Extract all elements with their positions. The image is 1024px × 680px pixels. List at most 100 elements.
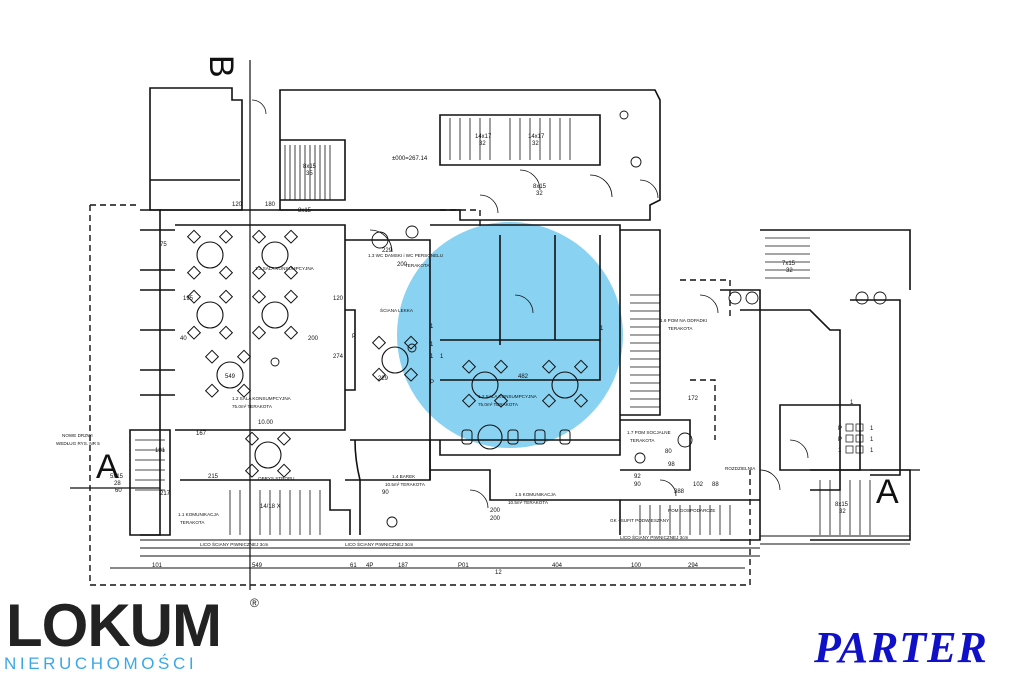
label-wedlug: WEDŁUG RYS. NR 5 [56, 441, 100, 446]
stair-s6: 5x15 [110, 474, 124, 480]
stair-s1: 8x15 [303, 164, 317, 170]
walls [129, 87, 911, 541]
axis-a-right: A [876, 473, 899, 511]
label-r17: 1.7 POM SOCJALNE [627, 430, 671, 435]
dim-bottom-2b: 12 [495, 570, 502, 576]
dashed-boundary [89, 204, 751, 586]
label-r12b-area: 75.0m² TERAKOTA [232, 404, 273, 409]
dim-mid2: 274 [333, 354, 344, 360]
legend-boxes [845, 423, 864, 454]
dim-left5: 181 [155, 448, 166, 454]
label-nowe-drzwi: NOWE DRZWI [62, 433, 93, 438]
label-r13-area: TERAKOTA [405, 263, 430, 268]
label-r14-area: 10.5m² TERAKOTA [385, 482, 426, 487]
label-r15-area: 10.5m² TERAKOTA [508, 500, 549, 505]
label-r14: 1.4 BAREK [392, 474, 416, 479]
dim-top1: 120 [232, 202, 243, 208]
dim-bottom-4: 187 [398, 563, 409, 569]
label-r12b: 1.2 SALA KONSUMPCYJNA [232, 396, 292, 401]
dim-mid18: 215 [208, 474, 219, 480]
label-lico2: LICO ŚCIANY PIWNICZNEJ 3cm [345, 540, 413, 547]
label-r12c-area: 75.0m² TERAKOTA [478, 402, 519, 407]
legend-code-p2: P [838, 437, 842, 443]
legend-code-n1: 1 [870, 426, 874, 432]
stairs [135, 118, 871, 535]
stair-s2: 14x17 [475, 134, 492, 140]
label-r12c: 1.2 SALA KONSUMPCYJNA [478, 394, 538, 399]
label-pom-gospodarcze: POM GOSPODARCZE [668, 508, 715, 513]
stair-s5: 14/18 X [260, 504, 281, 510]
brand-subtitle: NIERUCHOMOŚCI [4, 654, 198, 673]
axis-b-top: B [202, 55, 240, 78]
ref-5: P [430, 380, 434, 386]
dim-mid13: 88 [712, 482, 719, 488]
registered-mark: ® [250, 596, 259, 610]
furniture-tables [196, 241, 579, 469]
stair-s7: 7x15 [782, 261, 796, 267]
dim-mid23: 200 [490, 516, 501, 522]
label-rozdzielnia: ROZDZIELNIA [725, 466, 756, 471]
dim-mid22: 90 [382, 490, 389, 496]
dim-bottom-3: 4P [366, 563, 373, 569]
ref-0: 1 [430, 324, 434, 330]
dim-bottom-1: 549 [252, 563, 263, 569]
dim-mid5: 549 [225, 374, 236, 380]
dim-mid19: 80 [665, 449, 672, 455]
dim-left2: 195 [183, 296, 194, 302]
dim-bottom-8: 294 [688, 563, 699, 569]
dim-bottom-7: 100 [631, 563, 642, 569]
dim-bottom-2: 61 [350, 563, 357, 569]
dim-left4: 167 [196, 431, 207, 437]
label-r12: 1.2 SALA KONSUMPCYJNA [255, 266, 315, 271]
stair-s7b: 32 [786, 268, 793, 274]
label-r17-area: TERAKOTA [630, 438, 655, 443]
label-r16-area: TERAKOTA [668, 326, 693, 331]
label-r15: 1.5 KOMUNIKACJA [515, 492, 557, 497]
label-strop: OBRYS STROPU [258, 476, 294, 481]
dim-bottom-6: 404 [552, 563, 563, 569]
dim-mid9: 200 [490, 508, 501, 514]
dim-mid11: 388 [674, 489, 685, 495]
dim-mid3: 229 [382, 248, 393, 254]
floor-title: PARTER [814, 623, 988, 672]
label-lico1: LICO ŚCIANY PIWNICZNEJ 3cm [200, 540, 268, 547]
dim-mid16: 60 [115, 488, 122, 494]
fixtures [270, 110, 887, 528]
label-gk: GK - SUFIT PODWIESZANY [610, 518, 669, 523]
brand-logo: LOKUM ® NIERUCHOMOŚCI [0, 596, 260, 680]
stair-s6b: 28 [114, 481, 121, 487]
dim-bottom-0: 101 [152, 563, 163, 569]
dim-mid6: 482 [518, 374, 529, 380]
label-r13: 1.3 WC DAMSKI i WC PERSONELU [368, 253, 443, 258]
legend-code-p3: 1 [838, 448, 842, 454]
stair-s4b: 32 [536, 191, 543, 197]
dim-mid10: 92 [634, 474, 641, 480]
stair-s8: 8x15 [835, 502, 849, 508]
brand-name: LOKUM [6, 592, 222, 659]
ref-4: P [352, 334, 356, 340]
dim-top2: 180 [265, 202, 276, 208]
ref-1: 1 [430, 342, 434, 348]
dim-mid4: 229 [378, 376, 389, 382]
dim-mid21: 98 [668, 462, 675, 468]
furniture-chairs [186, 229, 589, 478]
stair-s2b: 32 [479, 141, 486, 147]
ref-7: 1 [600, 326, 604, 332]
dim-left1: 75 [160, 242, 167, 248]
label-r16: 1.6 POM NA ODPADKI [660, 318, 707, 323]
stair-s3: 14x17 [528, 134, 545, 140]
label-lico3: LICO ŚCIANY PIWNICZNEJ 3cm [620, 533, 688, 540]
dim-mid14: 172 [688, 396, 699, 402]
stair-s1b: 35 [306, 171, 313, 177]
dim-top3: 8x15 [298, 208, 312, 214]
dim-mid1: 200 [308, 336, 319, 342]
dim-bottom-5: P01 [458, 563, 469, 569]
door-swings [251, 99, 809, 509]
dim-mid17: 217 [160, 491, 171, 497]
ref-2: 1 [430, 354, 434, 360]
dim-left3: 40 [180, 336, 187, 342]
dim-mid7: 120 [333, 296, 344, 302]
dim-mid15: 200 [397, 262, 408, 268]
